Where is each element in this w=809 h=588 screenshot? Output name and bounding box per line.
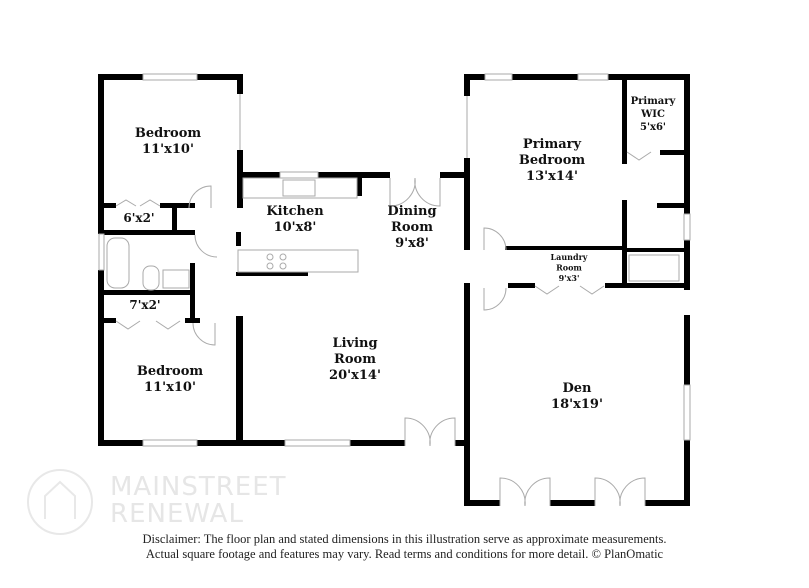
living-name1: Living xyxy=(332,336,377,351)
watermark: MAINSTREET RENEWAL xyxy=(110,474,287,528)
closet2-dim: 7'x2' xyxy=(129,298,160,312)
primary-bedroom-name2: Bedroom xyxy=(519,153,586,168)
disclaimer: Disclaimer: The floor plan and stated di… xyxy=(0,532,809,562)
dining-dim: 9'x8' xyxy=(395,236,429,251)
closet1-dim: 6'x2' xyxy=(123,211,154,225)
watermark-line1: MAINSTREET xyxy=(110,472,287,502)
laundry-dim: 9'x3' xyxy=(559,273,580,283)
laundry-name2: Room xyxy=(556,263,582,273)
den-name: Den xyxy=(563,381,593,396)
primary-bedroom-name1: Primary xyxy=(523,137,582,152)
bedroom1-name: Bedroom xyxy=(135,126,202,141)
primary-bedroom-dim: 13'x14' xyxy=(526,169,578,184)
primary-wic-dim: 5'x6' xyxy=(640,122,666,133)
laundry-name1: Laundry xyxy=(551,252,588,262)
watermark-logo-icon xyxy=(27,469,93,535)
primary-wic-name1: Primary xyxy=(631,96,677,107)
living-dim: 20'x14' xyxy=(329,368,381,383)
watermark-line2: RENEWAL xyxy=(110,499,244,529)
primary-wic-name2: WIC xyxy=(640,109,665,120)
windows-and-fixtures xyxy=(98,73,691,507)
bedroom2-dim: 11'x10' xyxy=(144,380,196,395)
walls xyxy=(98,74,690,506)
disclaimer-line1: Disclaimer: The floor plan and stated di… xyxy=(142,532,667,546)
living-name2: Room xyxy=(334,352,376,367)
dining-name2: Room xyxy=(391,220,433,235)
bedroom2-name: Bedroom xyxy=(137,364,204,379)
kitchen-name: Kitchen xyxy=(266,204,324,219)
den-dim: 18'x19' xyxy=(551,397,603,412)
disclaimer-line2: Actual square footage and features may v… xyxy=(145,547,664,561)
bedroom1-dim: 11'x10' xyxy=(142,142,194,157)
dining-name1: Dining xyxy=(387,204,436,219)
kitchen-dim: 10'x8' xyxy=(274,220,317,235)
room-labels: Bedroom 11'x10' 6'x2' 7'x2' Bedroom 11'x… xyxy=(123,96,676,412)
